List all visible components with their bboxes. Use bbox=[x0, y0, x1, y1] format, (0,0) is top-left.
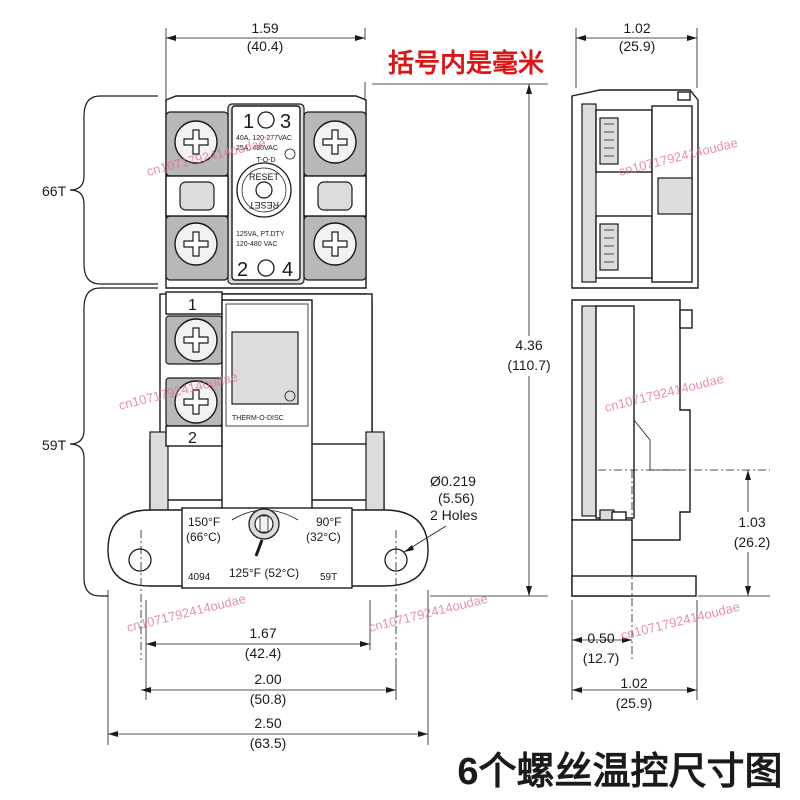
height-in: 4.36 bbox=[515, 337, 542, 353]
watermark-text: cn1071792414oudae bbox=[125, 591, 247, 635]
top-width-in: 1.59 bbox=[251, 20, 278, 36]
cert-mark-icon bbox=[284, 390, 296, 402]
upper-terminal-1: 1 bbox=[243, 111, 254, 133]
lower-type: 59T bbox=[320, 572, 337, 583]
lower-terminal-2: 2 bbox=[188, 430, 197, 447]
lower-unit: 1 2 THERM-O-DISC 150°F (66°C) 90°F (32°C… bbox=[107, 291, 429, 589]
screw-icon bbox=[174, 222, 218, 266]
side-offset-in: 0.50 bbox=[587, 630, 614, 646]
reset-label-top: RESET bbox=[249, 172, 280, 182]
upper-terminal-4: 4 bbox=[282, 259, 293, 281]
inner-width-in: 1.67 bbox=[249, 625, 276, 641]
screw-icon bbox=[174, 318, 218, 362]
hole-dia-in: Ø0.219 bbox=[430, 473, 476, 489]
side-width-top-mm: (25.9) bbox=[619, 38, 656, 54]
reset-label-bottom: RESET bbox=[248, 200, 279, 210]
upper-rating-3: 125VA, PT.DTY bbox=[236, 231, 285, 238]
side-view bbox=[571, 89, 699, 597]
upper-unit: 1 3 40A, 120-277VAC 25A, 480VAC T-O-D RE… bbox=[165, 95, 367, 289]
watermark-text: cn1071792414oudae bbox=[619, 599, 741, 643]
side-width-top-in: 1.02 bbox=[623, 20, 650, 36]
temp-low-f: 90°F bbox=[316, 515, 341, 529]
height-mm: (110.7) bbox=[507, 357, 550, 373]
screw-icon bbox=[313, 222, 357, 266]
section-braces: 66T 59T bbox=[42, 95, 158, 597]
overall-width-in: 2.50 bbox=[254, 715, 281, 731]
cert-mark-icon bbox=[284, 148, 296, 160]
reset-button[interactable]: RESET RESET bbox=[236, 162, 292, 218]
upper-tod: T-O-D bbox=[256, 157, 275, 164]
side-bottom-dimension-group: 0.50 (12.7) 1.02 (25.9) bbox=[572, 630, 697, 711]
note-banner-text: 括号内是毫米 bbox=[388, 48, 544, 78]
side-width-bottom-in: 1.02 bbox=[620, 675, 647, 691]
hole-dia-note: 2 Holes bbox=[430, 507, 477, 523]
hole-spacing-in: 2.00 bbox=[254, 671, 281, 687]
mount-height-mm: (26.2) bbox=[734, 534, 771, 550]
hole-dimension-group: Ø0.219 (5.56) 2 Holes bbox=[403, 473, 477, 553]
upper-rating-2: 25A, 480VAC bbox=[236, 145, 278, 152]
lower-brand: THERM-O-DISC bbox=[232, 415, 284, 422]
side-offset-mm: (12.7) bbox=[583, 650, 620, 666]
lower-terminal-1: 1 bbox=[188, 297, 197, 314]
upper-rating-1: 40A, 120-277VAC bbox=[236, 135, 292, 142]
overall-width-mm: (63.5) bbox=[250, 735, 287, 751]
caption: 6个螺丝温控尺寸图 bbox=[457, 751, 782, 793]
bottom-dimension-group: 1.67 (42.4) 2.00 (50.8) 2.50 (63.5) bbox=[107, 590, 429, 751]
lower-model: 4094 bbox=[188, 572, 211, 583]
temp-high-c: (66°C) bbox=[186, 530, 221, 544]
screw-icon bbox=[313, 120, 357, 164]
top-dimension-group: 1.59 (40.4) 1.02 (25.9) bbox=[165, 20, 698, 100]
temp-low-c: (32°C) bbox=[306, 530, 341, 544]
section-upper-label: 66T bbox=[42, 183, 67, 199]
mount-hole-icon bbox=[128, 548, 152, 572]
screw-icon bbox=[174, 380, 218, 424]
note-banner: 括号内是毫米 bbox=[364, 40, 568, 82]
screw-icon bbox=[174, 120, 218, 164]
top-width-mm: (40.4) bbox=[247, 38, 284, 54]
temperature-dial[interactable] bbox=[231, 508, 299, 557]
upper-rating-4: 120-480 VAC bbox=[236, 241, 278, 248]
upper-terminal-3: 3 bbox=[280, 111, 291, 133]
side-width-bottom-mm: (25.9) bbox=[616, 695, 653, 711]
height-dimension-group: 4.36 (110.7) bbox=[372, 83, 558, 597]
hole-spacing-mm: (50.8) bbox=[250, 691, 287, 707]
hole-dia-mm: (5.56) bbox=[438, 490, 475, 506]
section-lower-label: 59T bbox=[42, 437, 67, 453]
temp-high-f: 150°F bbox=[188, 515, 220, 529]
inner-width-mm: (42.4) bbox=[245, 645, 282, 661]
upper-terminal-2: 2 bbox=[237, 259, 248, 281]
mount-height-in: 1.03 bbox=[738, 514, 765, 530]
temp-mid: 125°F (52°C) bbox=[229, 566, 299, 580]
mount-height-group: 1.03 (26.2) bbox=[722, 470, 776, 596]
